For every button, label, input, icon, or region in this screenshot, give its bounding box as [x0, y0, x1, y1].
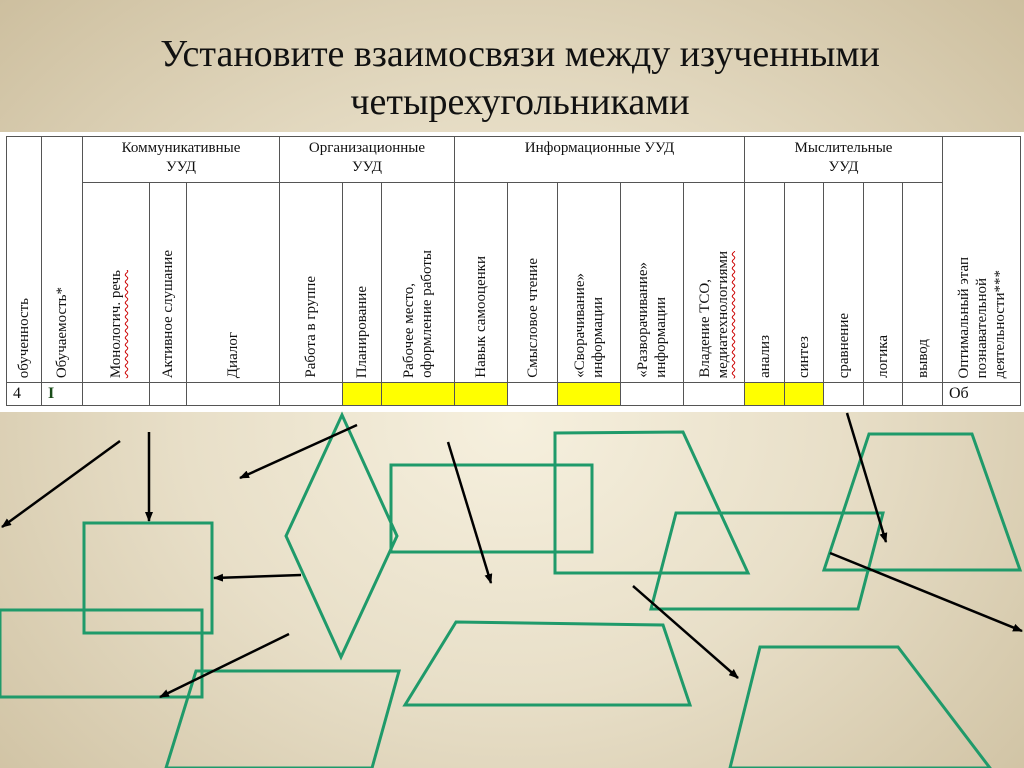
arrow	[829, 551, 1023, 633]
arrow	[845, 412, 888, 543]
cell	[902, 382, 943, 406]
rhombus-shape	[284, 411, 399, 661]
parallelogram-bottom-shape	[164, 669, 401, 768]
cell-highlighted	[381, 382, 455, 406]
slide-title: Установите взаимосвязи между изученными …	[60, 30, 980, 126]
cell	[82, 382, 150, 406]
header-monolog: Монологич. речь	[82, 182, 150, 383]
header-conclusion: вывод	[902, 182, 943, 383]
cell	[149, 382, 187, 406]
square-shape	[82, 521, 214, 635]
trapezoid-large-shape	[402, 620, 693, 707]
cell-highlighted	[342, 382, 382, 406]
header-active-listening: Активное слушание	[149, 182, 187, 383]
row-last-value: Об	[942, 382, 1021, 406]
table-row: 4 I Об	[6, 382, 1021, 406]
trapezoid-right-shape	[821, 432, 1023, 572]
arrow	[159, 632, 290, 699]
arrow	[632, 585, 739, 679]
cell	[186, 382, 280, 406]
title-line-2: четырехугольниками	[350, 81, 690, 123]
title-line-1: Установите взаимосвязи между изученными	[160, 33, 880, 75]
rectangle-shape	[389, 463, 594, 554]
cell	[683, 382, 745, 406]
header-self-assessment: Навык самооценки	[454, 182, 508, 383]
trapezoid-bottom-right-shape	[728, 645, 992, 768]
rectangle-shape-2	[0, 608, 204, 699]
arrow	[239, 423, 358, 480]
header-planning: Планирование	[342, 182, 382, 383]
arrow	[446, 441, 493, 584]
arrow	[1, 439, 121, 529]
parallelogram-shape	[649, 511, 885, 611]
cell-highlighted	[557, 382, 621, 406]
cell	[279, 382, 343, 406]
arrow	[213, 573, 302, 582]
header-group-work: Работа в группе	[279, 182, 343, 383]
row-level: I	[41, 382, 83, 406]
cell	[620, 382, 684, 406]
header-workplace: Рабочее место, оформление работы	[381, 182, 455, 383]
header-obuchaemost: Обучаемость*	[41, 136, 83, 383]
header-folding-info: «Сворачивание» информации	[557, 182, 621, 383]
header-analysis: анализ	[744, 182, 785, 383]
cell-highlighted	[744, 382, 785, 406]
group-informational: Информационные УУД	[454, 136, 745, 183]
header-dialog: Диалог	[186, 182, 280, 383]
header-semantic-reading: Смысловое чтение	[507, 182, 558, 383]
trapezoid-shape	[553, 430, 751, 575]
cell-highlighted	[454, 382, 508, 406]
cell	[863, 382, 903, 406]
uud-table: обученность Обучаемость* Коммуникативные…	[6, 136, 1021, 406]
row-number: 4	[6, 382, 42, 406]
